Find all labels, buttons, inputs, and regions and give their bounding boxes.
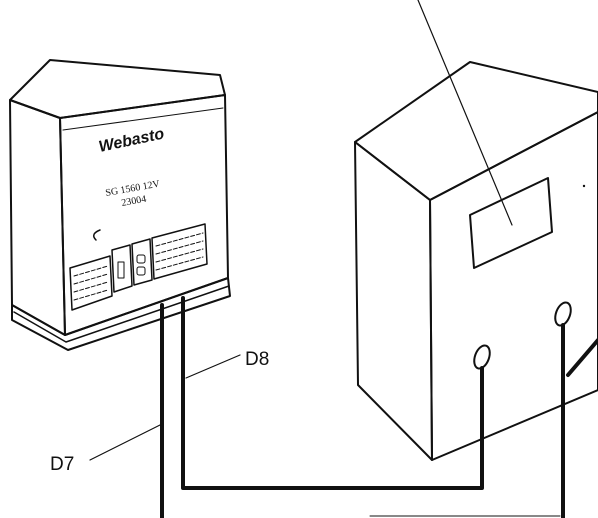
leader-line-d7	[89, 424, 161, 461]
instrument-box-dot	[582, 184, 586, 188]
terminal-right	[554, 301, 572, 327]
control-unit-edge-line	[62, 107, 224, 131]
connector-middle-right	[131, 238, 153, 286]
connector-middle-right-slot-top	[136, 254, 146, 264]
connector-middle-left-slot	[117, 261, 125, 279]
control-unit: Webasto SG 1560 12V 23004	[9, 59, 231, 351]
label-d8-group: D8	[185, 349, 269, 379]
connector-middle-left	[111, 244, 133, 293]
connector-middle-right-slot-bottom	[136, 266, 146, 276]
control-unit-base	[11, 277, 231, 351]
connector-right-pins	[155, 232, 204, 271]
brand-label: Webasto	[97, 125, 166, 155]
label-d8: D8	[245, 349, 269, 370]
display-pointer-line	[417, 0, 513, 226]
connector-right	[151, 223, 208, 280]
control-unit-base-line	[13, 285, 230, 343]
leader-line-d8	[185, 354, 241, 379]
instrument-box	[354, 61, 598, 461]
display-window	[469, 177, 553, 269]
connector-block	[69, 223, 208, 311]
part-number-label: 23004	[121, 194, 148, 209]
wire-d8	[181, 296, 484, 490]
wires	[160, 296, 598, 518]
connector-left	[69, 255, 113, 311]
label-d7: D7	[50, 454, 74, 475]
instrument-box-left-face	[354, 141, 433, 461]
instrument-box-front-face	[429, 111, 598, 461]
terminal-left	[473, 344, 491, 370]
control-unit-symbol-icon	[93, 229, 101, 241]
label-d7-group: D7	[50, 424, 161, 475]
connector-left-pins	[73, 265, 109, 301]
control-unit-left-face	[9, 99, 66, 336]
wire-right-exit	[566, 338, 598, 377]
